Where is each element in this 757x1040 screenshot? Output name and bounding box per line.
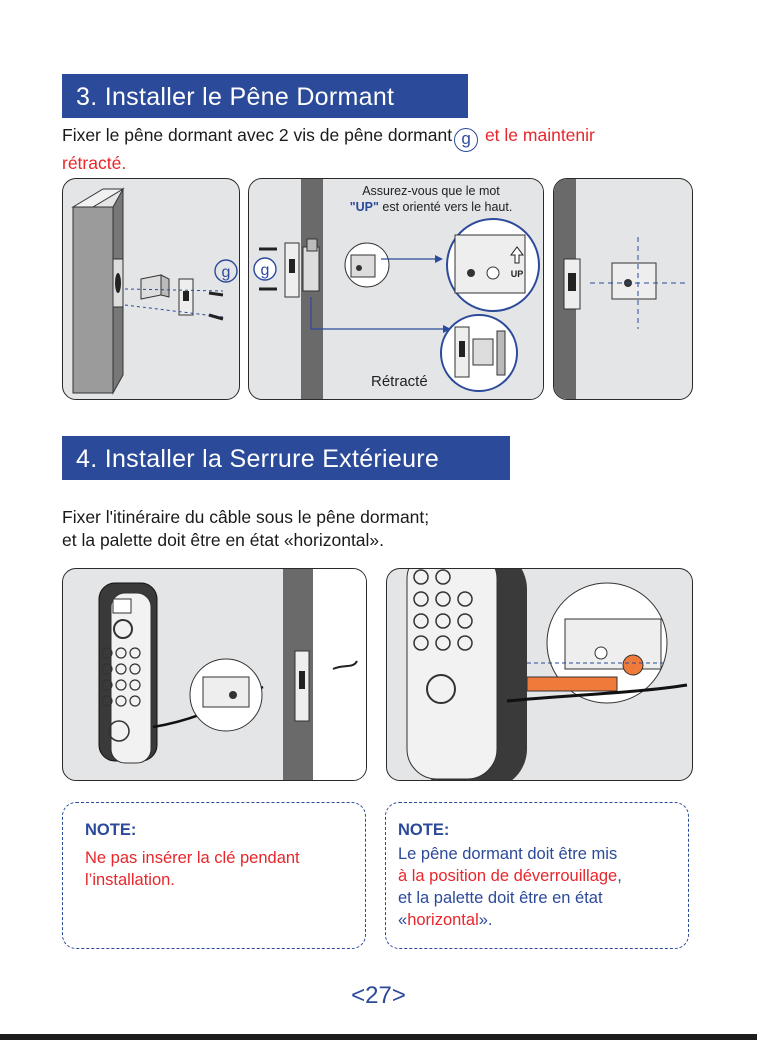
section-4-line-2: et la palette doit être en état «horizon… xyxy=(62,530,385,550)
section-3-title: 3. Installer le Pêne Dormant xyxy=(62,74,468,118)
section-4-instruction: Fixer l'itinéraire du câble sous le pêne… xyxy=(62,506,712,552)
note-right-comma: , xyxy=(617,867,622,885)
note-left-line-1: Ne pas insérer la clé pendant xyxy=(85,849,300,867)
note-right-quote-open: « xyxy=(398,911,408,929)
illustration-aligned-panel xyxy=(553,178,693,400)
screw-label-g-2: g xyxy=(261,262,270,279)
retract-drawing: g UP xyxy=(253,179,543,399)
section-4-line-1: Fixer l'itinéraire du câble sous le pêne… xyxy=(62,507,430,527)
page-number: <27> xyxy=(351,982,406,1009)
instruction-text-2: et le maintenir xyxy=(484,125,595,145)
note-right-line-1: Le pêne dormant doit être mis xyxy=(398,845,618,863)
note-right-title: NOTE: xyxy=(398,821,450,839)
retracted-label: Rétracté xyxy=(371,373,428,390)
door-edge-drawing: g xyxy=(71,187,238,395)
bottom-bar xyxy=(0,1034,757,1040)
illustration-retract-panel: g UP Assurez-vous que le mot "UP" est or… xyxy=(248,178,544,400)
screw-g-icon: g xyxy=(454,128,479,152)
section-4-title: 4. Installer la Serrure Extérieure xyxy=(62,436,510,480)
note-left-text: Ne pas insérer la clé pendant l’installa… xyxy=(85,847,300,891)
keypad-zoom-drawing xyxy=(406,569,688,780)
keypad-cable-drawing xyxy=(98,569,366,780)
illustration-door-edge-panel: g xyxy=(62,178,240,400)
callout-line-2: est orienté vers le haut. xyxy=(378,200,513,214)
note-right-text: Le pêne dormant doit être mis à la posit… xyxy=(398,843,622,931)
screw-label-g: g xyxy=(222,264,231,281)
note-box-right: NOTE: Le pêne dormant doit être mis à la… xyxy=(385,802,689,949)
section-3-instruction: Fixer le pêne dormant avec 2 vis de pêne… xyxy=(62,124,712,174)
illustration-keypad-cable-panel xyxy=(62,568,367,781)
note-right-line-2: à la position de déverrouillage xyxy=(398,867,618,885)
note-right-horizontal: horizontal xyxy=(407,911,479,929)
note-right-quote-close: ». xyxy=(478,911,493,929)
note-right-line-3: et la palette doit être en état xyxy=(398,889,603,907)
note-left-line-2: l’installation. xyxy=(85,871,175,889)
aligned-drawing xyxy=(554,179,686,399)
up-mark: UP xyxy=(511,269,524,279)
callout-line-1: Assurez-vous que le mot xyxy=(362,184,500,198)
note-left-title: NOTE: xyxy=(85,821,137,839)
up-callout: Assurez-vous que le mot "UP" est orienté… xyxy=(331,183,531,215)
instruction-text-1: Fixer le pêne dormant avec 2 vis de pêne… xyxy=(62,125,453,145)
note-box-left: NOTE: Ne pas insérer la clé pendant l’in… xyxy=(62,802,366,949)
illustration-keypad-zoom-panel xyxy=(386,568,693,781)
instruction-text-3: rétracté. xyxy=(62,153,127,173)
callout-up-word: "UP" xyxy=(349,200,379,214)
